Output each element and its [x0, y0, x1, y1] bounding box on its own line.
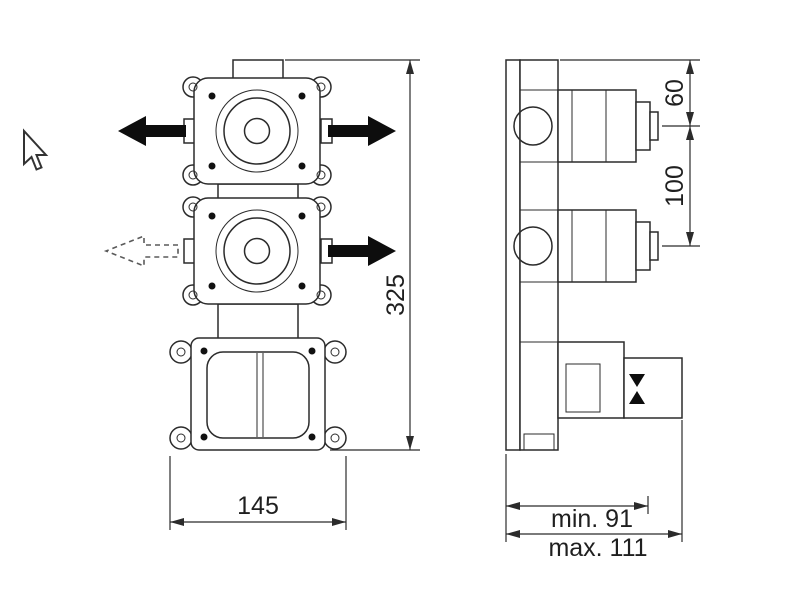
flow-direction-down-icon — [629, 374, 645, 387]
mounting-plate-edge — [505, 59, 521, 451]
dim-label-top-offset: 60 — [661, 79, 689, 107]
flow-arrow-middle-right-icon — [328, 236, 396, 266]
outlet-assembly — [523, 341, 683, 451]
valve-port-middle — [513, 226, 553, 266]
valve-body-connector-2 — [217, 303, 299, 341]
cartridge-top — [557, 89, 659, 163]
valve-port-top — [513, 106, 553, 146]
valve-body-top — [232, 59, 284, 81]
valve-plate-middle — [182, 196, 332, 306]
flow-arrow-top-left-icon — [118, 116, 186, 146]
flow-direction-up-icon — [629, 391, 645, 404]
valve-plate-top — [182, 76, 332, 186]
dim-label-front-width: 145 — [237, 492, 279, 520]
dimension-side-vertical: 60 100 — [560, 59, 700, 247]
dim-label-valve-spacing: 100 — [661, 165, 689, 207]
cartridge-middle — [557, 209, 659, 283]
flow-arrow-dashed-left-icon — [103, 234, 179, 268]
dimension-side-depth: min. 91 max. 111 — [505, 420, 683, 562]
mouse-cursor-icon — [23, 128, 49, 171]
dimension-front-height: 325 — [285, 59, 420, 451]
side-view — [505, 59, 683, 451]
dimension-front-width: 145 — [169, 456, 347, 530]
valve-body-side — [519, 59, 559, 451]
dim-label-front-height: 325 — [382, 274, 410, 316]
dim-label-depth-min: min. 91 — [551, 505, 633, 533]
front-view — [103, 59, 396, 451]
flow-arrow-top-right-icon — [328, 116, 396, 146]
dim-label-depth-max: max. 111 — [548, 534, 647, 562]
function-box — [169, 337, 347, 451]
